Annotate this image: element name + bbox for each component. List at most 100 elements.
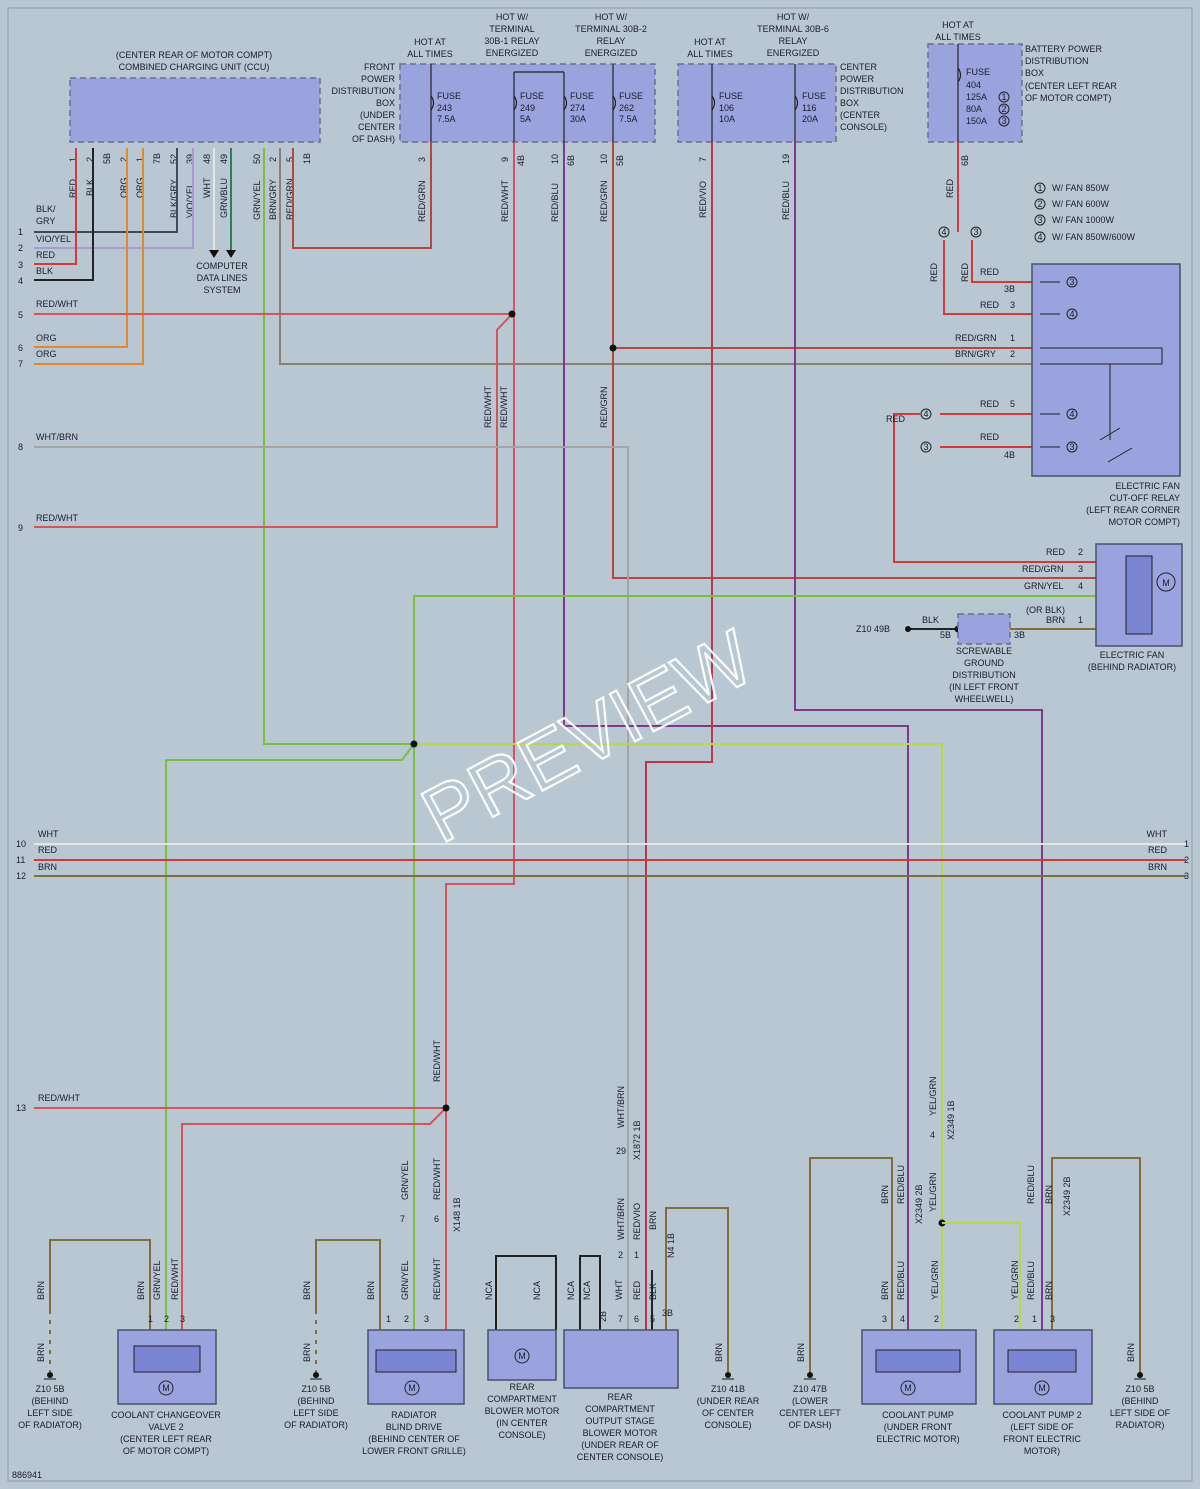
svg-text:M: M — [408, 1383, 416, 1393]
svg-text:6B: 6B — [566, 155, 576, 166]
svg-text:FUSE: FUSE — [570, 91, 594, 101]
motor-icon — [1156, 572, 1176, 592]
svg-text:BRN: BRN — [714, 1343, 724, 1362]
svg-text:BRN: BRN — [36, 1343, 46, 1362]
motor-icon — [514, 1348, 530, 1364]
svg-text:GROUND: GROUND — [964, 658, 1004, 668]
svg-text:5: 5 — [285, 157, 295, 162]
svg-text:RED: RED — [886, 414, 906, 424]
svg-text:BRN: BRN — [1044, 1281, 1054, 1300]
svg-text:BLK/GRY: BLK/GRY — [169, 179, 179, 218]
svg-text:RED: RED — [960, 262, 970, 282]
svg-text:WHT/BRN: WHT/BRN — [616, 1086, 626, 1128]
svg-text:OF DASH): OF DASH) — [352, 134, 395, 144]
svg-text:LOWER FRONT GRILLE): LOWER FRONT GRILLE) — [362, 1446, 466, 1456]
ground-z10-5b-a: BRN BRN Z10 5B (BEHIND LEFT SIDE OF RADI… — [18, 1281, 82, 1430]
svg-text:MOTOR COMPT): MOTOR COMPT) — [1109, 517, 1180, 527]
svg-text:3: 3 — [1001, 116, 1006, 126]
svg-text:404: 404 — [966, 80, 981, 90]
svg-text:3: 3 — [1184, 871, 1189, 881]
svg-text:BRN/GRY: BRN/GRY — [955, 349, 996, 359]
svg-text:4: 4 — [1069, 309, 1074, 319]
svg-text:30A: 30A — [570, 114, 586, 124]
svg-text:249: 249 — [520, 103, 535, 113]
svg-text:VALVE 2: VALVE 2 — [148, 1422, 183, 1432]
svg-text:11: 11 — [16, 855, 25, 865]
svg-text:X1872 1B: X1872 1B — [632, 1120, 642, 1160]
svg-text:BRN/GRY: BRN/GRY — [268, 179, 278, 220]
svg-text:2: 2 — [268, 157, 278, 162]
svg-text:RED/GRN: RED/GRN — [1022, 564, 1064, 574]
svg-text:7B: 7B — [152, 153, 162, 164]
svg-text:M: M — [904, 1383, 912, 1393]
svg-text:10: 10 — [550, 154, 560, 164]
svg-text:48: 48 — [202, 154, 212, 164]
svg-text:CENTER: CENTER — [358, 122, 396, 132]
svg-text:7: 7 — [698, 157, 708, 162]
svg-text:2B: 2B — [598, 1311, 608, 1322]
svg-text:2: 2 — [1078, 547, 1083, 557]
svg-text:RED: RED — [36, 250, 56, 260]
svg-text:BRN: BRN — [1148, 862, 1167, 872]
svg-text:1: 1 — [148, 1314, 153, 1324]
svg-text:4: 4 — [18, 276, 23, 286]
svg-text:SYSTEM: SYSTEM — [203, 285, 240, 295]
svg-text:(CENTER LEFT REAR: (CENTER LEFT REAR — [120, 1434, 212, 1444]
svg-text:YEL/GRN: YEL/GRN — [928, 1172, 938, 1212]
svg-text:116: 116 — [802, 103, 816, 113]
svg-text:RED/WHT: RED/WHT — [36, 299, 78, 309]
svg-text:13: 13 — [16, 1103, 26, 1113]
svg-text:3: 3 — [1069, 442, 1074, 452]
svg-text:BOX: BOX — [840, 98, 859, 108]
svg-text:COMPARTMENT: COMPARTMENT — [585, 1404, 655, 1414]
svg-text:BRN: BRN — [302, 1281, 312, 1300]
svg-text:OF DASH): OF DASH) — [788, 1420, 831, 1430]
svg-text:GRN/YEL: GRN/YEL — [152, 1260, 162, 1300]
svg-text:SCREWABLE: SCREWABLE — [956, 646, 1012, 656]
svg-text:WHT: WHT — [202, 177, 212, 198]
svg-text:Z10 41B: Z10 41B — [711, 1384, 745, 1394]
svg-text:6B: 6B — [960, 155, 970, 166]
svg-text:X2349 2B: X2349 2B — [1062, 1176, 1072, 1216]
svg-text:RELAY: RELAY — [779, 36, 808, 46]
svg-text:5: 5 — [650, 1314, 655, 1324]
center-power-distribution-box: CENTER POWER DISTRIBUTION BOX (CENTER CO… — [677, 12, 904, 143]
svg-text:FUSE: FUSE — [437, 91, 461, 101]
svg-text:2: 2 — [934, 1314, 939, 1324]
svg-text:RED/BLU: RED/BLU — [781, 181, 791, 220]
svg-text:OF RADIATOR): OF RADIATOR) — [18, 1420, 82, 1430]
svg-text:X2349 1B: X2349 1B — [946, 1100, 956, 1140]
svg-text:OUTPUT STAGE: OUTPUT STAGE — [585, 1416, 654, 1426]
svg-text:FRONT: FRONT — [364, 62, 395, 72]
svg-text:Z10 49B: Z10 49B — [856, 624, 890, 634]
svg-text:CENTER CONSOLE): CENTER CONSOLE) — [577, 1452, 664, 1462]
svg-text:BLK/: BLK/ — [36, 204, 56, 214]
svg-text:RED/VIO: RED/VIO — [698, 181, 708, 218]
svg-text:2: 2 — [85, 157, 95, 162]
svg-text:BRN: BRN — [302, 1343, 312, 1362]
svg-text:WHT: WHT — [1147, 829, 1168, 839]
svg-text:RELAY: RELAY — [597, 36, 626, 46]
svg-text:FUSE: FUSE — [802, 91, 826, 101]
svg-text:5: 5 — [18, 310, 23, 320]
svg-text:29: 29 — [616, 1146, 626, 1156]
svg-text:RED/WHT: RED/WHT — [499, 386, 509, 428]
screwable-ground-distribution: Z10 49B BLK 5B 3B SCREWABLE GROUND DISTR… — [856, 613, 1025, 704]
svg-text:49: 49 — [219, 154, 229, 164]
svg-text:VIO/YEL: VIO/YEL — [36, 234, 71, 244]
svg-text:(BEHIND: (BEHIND — [1121, 1396, 1159, 1406]
svg-text:GRN/YEL: GRN/YEL — [400, 1160, 410, 1200]
svg-text:RED/WHT: RED/WHT — [432, 1158, 442, 1200]
svg-text:3: 3 — [180, 1314, 185, 1324]
svg-text:2: 2 — [1184, 855, 1189, 865]
svg-text:(OR BLK): (OR BLK) — [1026, 605, 1065, 615]
svg-text:52: 52 — [169, 154, 179, 164]
computer-data-lines: COMPUTER DATA LINES SYSTEM — [196, 250, 248, 295]
svg-text:BRN: BRN — [1044, 1185, 1054, 1204]
svg-text:(BEHIND: (BEHIND — [31, 1396, 69, 1406]
svg-text:243: 243 — [437, 103, 452, 113]
svg-text:RED: RED — [929, 262, 939, 282]
front-power-distribution-box: FRONT POWER DISTRIBUTION BOX (UNDER CENT… — [331, 62, 656, 144]
svg-text:3: 3 — [1078, 564, 1083, 574]
svg-text:5B: 5B — [940, 630, 951, 640]
